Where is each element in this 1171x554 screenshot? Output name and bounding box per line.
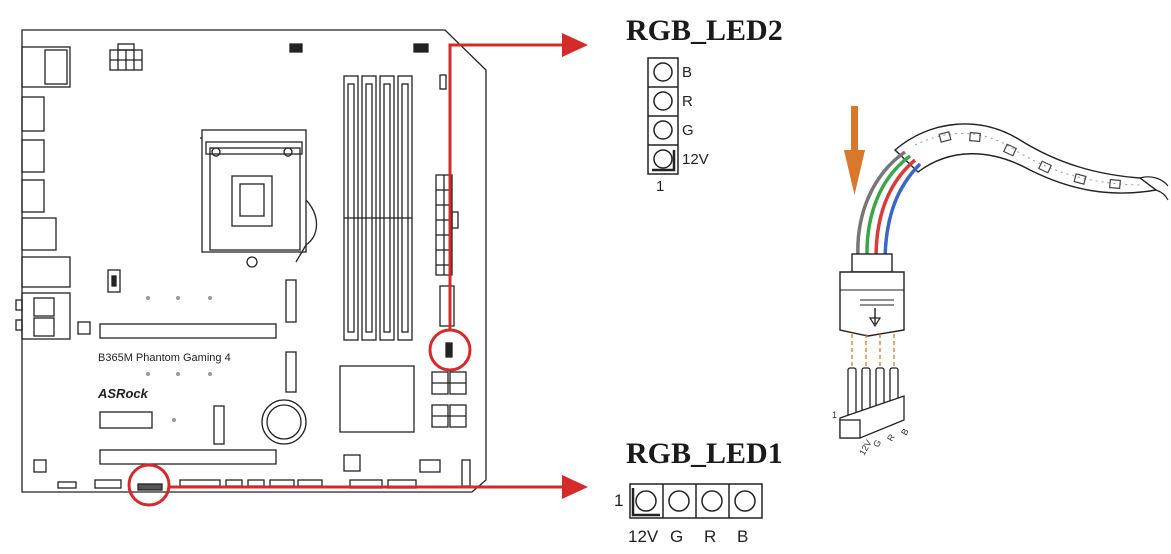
rgb-led2-label-b: B bbox=[682, 64, 692, 81]
rgb-led2-pin-b bbox=[653, 62, 673, 82]
rgb-led2-leader-line bbox=[448, 43, 565, 330]
cable-label-r: R bbox=[885, 432, 897, 443]
rgb-led1-arrow-head bbox=[562, 475, 588, 499]
rgb-led2-arrow-head bbox=[562, 33, 588, 57]
rgb-led1-location-circle bbox=[127, 463, 171, 507]
rgb-led1-title: RGB_LED1 bbox=[626, 437, 783, 470]
rgb-led2-title: RGB_LED2 bbox=[626, 14, 783, 47]
rgb-led2-pin-12v bbox=[653, 149, 673, 169]
rgb-led2-label-r: R bbox=[682, 93, 693, 110]
led-chip bbox=[938, 131, 952, 143]
insert-direction-shaft bbox=[851, 106, 858, 154]
led-chip bbox=[969, 131, 981, 143]
led-chip bbox=[1037, 160, 1053, 174]
insert-direction-arrow-head bbox=[844, 150, 865, 195]
led-strip-tape bbox=[893, 123, 1158, 194]
rgb-led1-pin1-marker: 1 bbox=[614, 491, 623, 510]
rgb-led2-label-12v: 12V bbox=[682, 151, 709, 168]
rgb-led2-pin-r bbox=[653, 91, 673, 111]
connector-housing bbox=[839, 271, 905, 337]
led-cable-wires bbox=[856, 150, 922, 259]
rgb-led2-label-g: G bbox=[682, 122, 694, 139]
rgb-led1-pin-r bbox=[701, 490, 723, 512]
highlight-callouts bbox=[127, 43, 565, 507]
rgb-led1-pin-b bbox=[734, 490, 756, 512]
connector-collar bbox=[851, 253, 893, 273]
cable-label-b: B bbox=[899, 427, 911, 437]
rgb-led1-label-g: G bbox=[670, 527, 683, 546]
connector-key-arrow-icon bbox=[868, 308, 882, 328]
board-model-label: B365M Phantom Gaming 4 bbox=[98, 352, 231, 364]
cable-label-g: G bbox=[871, 438, 883, 449]
rgb-led1-pinout bbox=[629, 483, 763, 519]
header-pin bbox=[847, 367, 857, 421]
cable-pin1-marker: 1 bbox=[832, 410, 837, 420]
rgb-led1-pin-12v bbox=[635, 490, 657, 512]
motherboard bbox=[15, 29, 487, 493]
rgb-led2-pin-g bbox=[653, 120, 673, 140]
rgb-led1-label-r: R bbox=[704, 527, 716, 546]
cable-label-12v: 12V bbox=[857, 438, 874, 457]
brand-logo: ASRock bbox=[97, 386, 149, 401]
rgb-led1-label-12v: 12V bbox=[628, 527, 659, 546]
led-chip bbox=[1073, 173, 1087, 185]
led-chip bbox=[1002, 143, 1018, 157]
led-strip-illustration: 1 12V G R B bbox=[832, 106, 1169, 457]
rgb-led1-pin-g bbox=[668, 490, 690, 512]
board-outline bbox=[21, 29, 487, 493]
rgb-led1-label-b: B bbox=[737, 527, 748, 546]
rgb-led2-pinout bbox=[647, 57, 679, 175]
led-chip bbox=[1109, 178, 1121, 190]
rgb-led2-pin1-marker: 1 bbox=[656, 178, 664, 195]
